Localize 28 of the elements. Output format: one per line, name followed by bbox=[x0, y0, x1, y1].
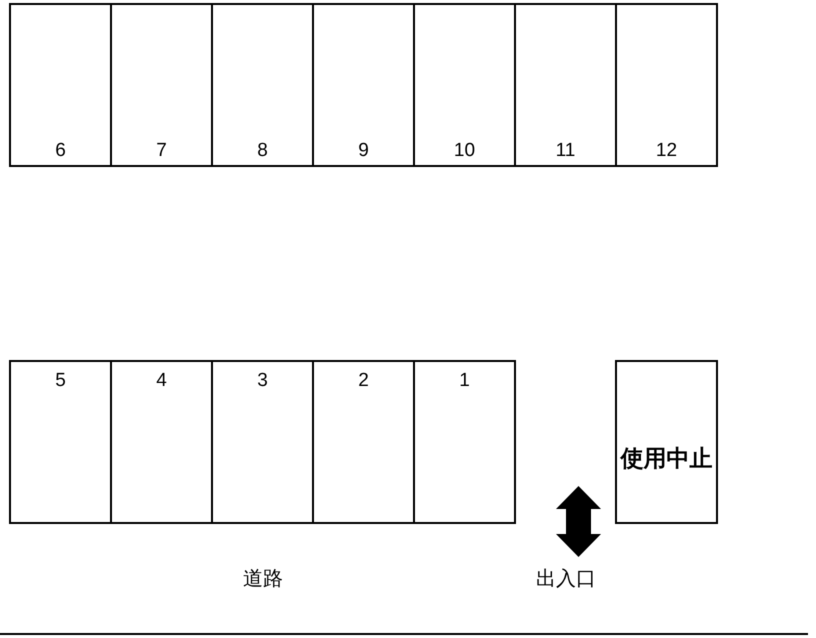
space-number: 9 bbox=[358, 141, 369, 160]
parking-space bbox=[615, 360, 718, 524]
parking-space bbox=[615, 3, 718, 167]
parking-space bbox=[514, 3, 617, 167]
space-number: 5 bbox=[55, 371, 66, 390]
entrance-label: 出入口 bbox=[536, 568, 596, 590]
space-number: 11 bbox=[556, 141, 576, 160]
parking-space bbox=[9, 360, 112, 524]
space-number: 6 bbox=[55, 141, 66, 160]
parking-space bbox=[211, 360, 314, 524]
parking-space bbox=[110, 3, 213, 167]
parking-space bbox=[413, 360, 516, 524]
space-number: 10 bbox=[454, 141, 476, 160]
closed-notice: 使用中止 bbox=[620, 445, 712, 471]
parking-space bbox=[110, 360, 213, 524]
space-number: 12 bbox=[656, 141, 678, 160]
parking-space bbox=[312, 3, 415, 167]
space-number: 1 bbox=[459, 371, 470, 390]
parking-space bbox=[312, 360, 415, 524]
space-number: 7 bbox=[156, 141, 167, 160]
space-number: 3 bbox=[257, 371, 268, 390]
parking-space bbox=[413, 3, 516, 167]
parking-space bbox=[9, 3, 112, 167]
space-number: 8 bbox=[257, 141, 268, 160]
parking-space bbox=[211, 3, 314, 167]
space-number: 2 bbox=[358, 371, 369, 390]
space-number: 4 bbox=[156, 371, 167, 390]
road-label: 道路 bbox=[243, 568, 283, 590]
